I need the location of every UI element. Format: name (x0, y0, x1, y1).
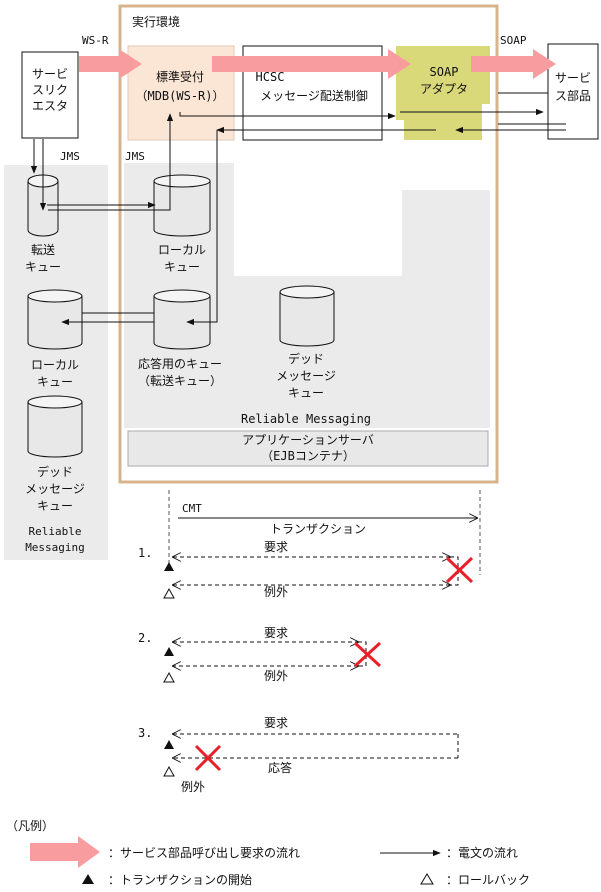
case2-exception-label: 例外 (264, 669, 288, 683)
case2-tx-start-marker (164, 647, 174, 656)
pink-arrow-requester-to-reception (79, 49, 142, 79)
soap-top-label: SOAP (500, 34, 527, 47)
env-title: 実行環境 (132, 14, 180, 29)
case3-number: 3. (138, 726, 152, 740)
case3-response-label: 応答 (268, 760, 292, 775)
case1-tx-start-marker (164, 562, 174, 571)
response-queue-cylinder (153, 289, 211, 350)
dead-inner-label-1: デッド (288, 351, 324, 366)
response-queue-label-2: （転送キュー） (138, 373, 222, 388)
legend-tx-start: ：トランザクションの開始 (108, 873, 252, 887)
requester-label-3: エスタ (32, 99, 68, 113)
case1-request-label: 要求 (264, 540, 288, 554)
legend-tx-start-marker (82, 874, 94, 884)
legend-pink-arrow (30, 836, 100, 868)
soap-adapter-label-1: SOAP (430, 65, 459, 79)
left-rm-label-2: Messaging (25, 541, 85, 554)
requester-label-2: スリク (32, 83, 68, 97)
transfer-queue-label-1: 転送 (31, 242, 55, 257)
dead-left-label-2: メッセージ (25, 482, 85, 496)
transfer-queue-label-2: キュー (25, 260, 61, 274)
case2-return-line (358, 641, 367, 667)
transaction-label: トランザクション (270, 522, 366, 536)
case2-request-label: 要求 (264, 626, 288, 640)
requester-label-1: サービ (32, 67, 68, 81)
case1-rollback-marker (163, 587, 175, 599)
case3-tx-start-marker (164, 740, 174, 749)
local-queue-left-label-1: ローカル (31, 358, 79, 372)
jms-mid-label: JMS (125, 150, 145, 163)
dead-inner-label-3: キュー (288, 386, 324, 400)
legend-message-flow: ：電文の流れ (446, 845, 518, 860)
hcsc-label-1: HCSC (256, 70, 285, 84)
case1-number: 1. (138, 546, 152, 560)
case2-rollback-marker (163, 671, 175, 683)
legend-rollback-marker (420, 873, 434, 885)
case1-error-x (445, 556, 474, 584)
reception-label-1: 標準受付 (156, 69, 204, 84)
legend-rollback: ：ロールバック (446, 873, 530, 887)
case3-exception-label: 例外 (181, 780, 205, 794)
service-label-1: サービ (555, 71, 591, 85)
local-queue-inner-label-1: ローカル (158, 243, 206, 257)
dead-letter-queue-inner-cylinder (279, 285, 335, 347)
cmt-label: CMT (182, 502, 202, 515)
execution-environment-box (118, 4, 499, 484)
legend-service-flow: ：サービス部品呼び出し要求の流れ (108, 845, 300, 860)
transfer-queue-cylinder (27, 174, 59, 237)
jms-left-label: JMS (60, 150, 80, 163)
left-rm-label-1: Reliable (29, 525, 82, 538)
dead-inner-label-2: メッセージ (276, 369, 336, 383)
reliable-messaging-label: Reliable Messaging (241, 412, 371, 426)
case2-error-x (353, 641, 382, 668)
local-queue-left-label-2: キュー (37, 375, 73, 389)
dead-left-label-1: デッド (37, 464, 73, 479)
service-label-2: ス部品 (555, 88, 591, 103)
dead-left-label-3: キュー (37, 499, 73, 513)
soap-adapter-box (396, 46, 490, 140)
case3-request-label: 要求 (264, 716, 288, 730)
local-queue-inner-cylinder (153, 174, 211, 237)
case1-exception-label: 例外 (264, 585, 288, 599)
app-server-label-1: アプリケーションサーバ (242, 433, 374, 447)
case3-error-x (194, 744, 222, 772)
wsr-label: WS-R (82, 34, 109, 47)
dead-letter-queue-left-cylinder (27, 395, 83, 458)
service-requester-box (21, 51, 79, 139)
message-flow-arrows (30, 92, 566, 326)
reception-label-2: （MDB(WS-R)） (135, 89, 224, 103)
app-server-label-2: （EJBコンテナ） (261, 449, 355, 463)
pink-arrow-reception-to-soap (212, 49, 411, 79)
hcsc-label-2: メッセージ配送制御 (260, 88, 368, 103)
app-server-box (127, 430, 489, 467)
service-component-box (547, 43, 599, 140)
case3-rollback-marker (163, 765, 175, 777)
response-queue-label-1: 応答用のキュー (138, 356, 222, 371)
local-queue-left-cylinder (27, 289, 83, 350)
soap-adapter-label-2: アダプタ (420, 81, 468, 96)
pink-arrow-soap-to-service (471, 49, 556, 79)
local-queue-inner-label-2: キュー (164, 260, 200, 274)
legend-title: （凡例） (6, 819, 54, 833)
case2-number: 2. (138, 631, 152, 645)
